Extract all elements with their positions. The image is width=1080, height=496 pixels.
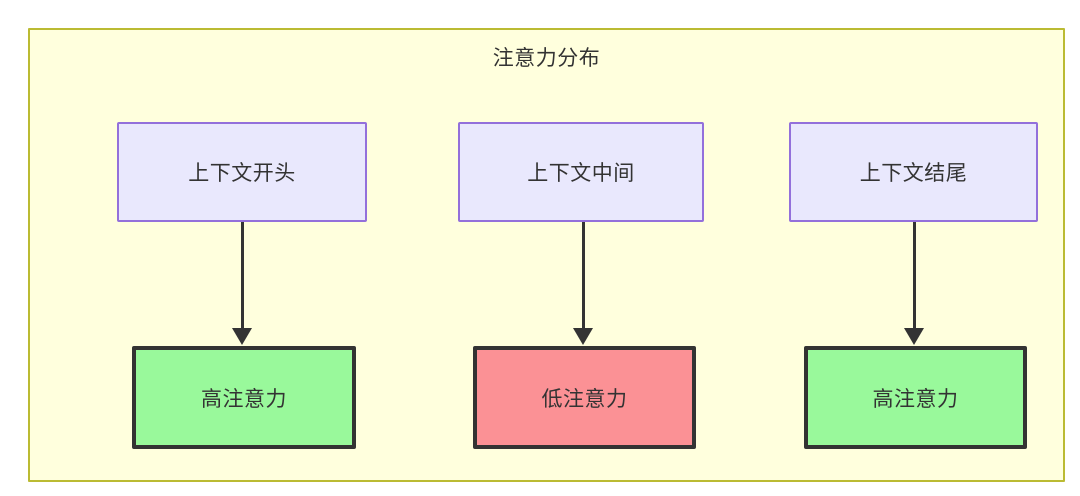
node-context-middle[interactable]: 上下文中间	[458, 122, 704, 222]
arrowhead-icon-beginning	[232, 328, 252, 345]
node-high-attention-beginning[interactable]: 高注意力	[132, 346, 356, 449]
node-high-attention-beginning-label: 高注意力	[201, 387, 287, 411]
node-low-attention-middle-label: 低注意力	[541, 387, 628, 411]
node-high-attention-end-label: 高注意力	[872, 387, 959, 411]
node-context-beginning[interactable]: 上下文开头	[117, 122, 367, 222]
node-low-attention-middle[interactable]: 低注意力	[473, 346, 696, 449]
node-context-middle-label: 上下文中间	[527, 162, 635, 185]
node-context-end-label: 上下文结尾	[859, 162, 968, 185]
node-context-beginning-label: 上下文开头	[188, 162, 296, 185]
edge-line-beginning	[241, 222, 244, 332]
edge-line-end	[913, 222, 916, 332]
arrowhead-icon-end	[904, 328, 924, 345]
subgraph-title: 注意力分布	[492, 47, 601, 70]
node-context-end[interactable]: 上下文结尾	[789, 122, 1038, 222]
arrowhead-icon-middle	[573, 328, 593, 345]
node-high-attention-end[interactable]: 高注意力	[804, 346, 1027, 449]
edge-line-middle	[582, 222, 585, 332]
attention-distribution-subgraph: 注意力分布 上下文开头 高注意力 上下文中间 低注意力 上下文结尾 高注意力	[28, 28, 1065, 482]
